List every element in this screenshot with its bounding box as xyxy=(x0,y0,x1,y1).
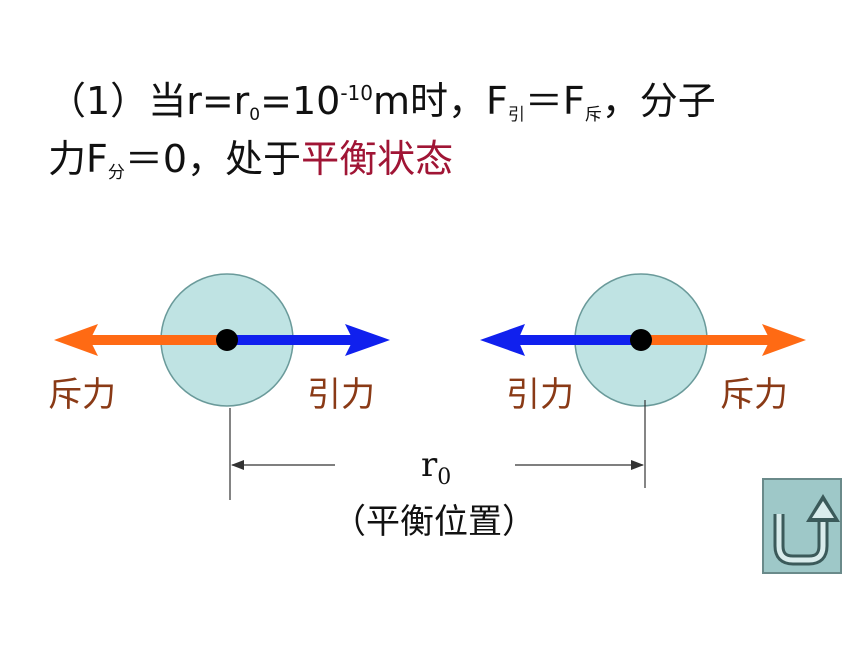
heading-eq-zero: ＝0，处于 xyxy=(124,137,302,181)
right-attract-arrowhead xyxy=(480,324,525,356)
right-repel-label: 斥力 xyxy=(720,375,788,415)
right-molecule-center xyxy=(630,329,652,351)
left-molecule-center xyxy=(216,329,238,351)
heading-time: 时， xyxy=(410,79,487,123)
distance-r0-label: r0 xyxy=(421,445,451,489)
left-repel-arrowhead xyxy=(54,324,98,356)
heading-when: 当 xyxy=(148,79,187,123)
distance-arrowhead-right xyxy=(631,460,644,470)
heading-f-repel: F xyxy=(562,79,585,123)
left-attract-label: 引力 xyxy=(307,375,375,415)
right-repel-arrow-shaft xyxy=(641,335,770,345)
right-attract-arrow-shaft xyxy=(518,335,641,345)
left-attract-arrow-shaft xyxy=(227,335,353,345)
heading-sub-fen: 分 xyxy=(107,163,125,183)
heading-li: 力 xyxy=(48,137,87,181)
heading-f-attract: F xyxy=(486,79,508,123)
heading-r-eq: r=r xyxy=(186,79,250,123)
back-button[interactable] xyxy=(762,478,842,574)
heading-exponent: -10 xyxy=(340,81,373,105)
distance-arrowhead-left xyxy=(231,460,244,470)
heading-f-net: F xyxy=(86,137,108,181)
heading-paren: （1） xyxy=(48,79,149,123)
heading-sub-attract: 引 xyxy=(507,105,525,125)
left-attract-arrowhead xyxy=(345,324,390,356)
right-attract-label: 引力 xyxy=(506,375,574,415)
return-u-turn-icon xyxy=(773,494,840,566)
distance-symbol: r xyxy=(421,445,438,485)
heading-sub-zero: 0 xyxy=(249,105,261,125)
heading-eq-ten: =10 xyxy=(260,79,341,123)
left-repel-arrow-shaft xyxy=(90,335,227,345)
heading-line-2: 力F分＝0，处于平衡状态 xyxy=(48,137,454,182)
heading-equals: ＝ xyxy=(524,79,563,123)
right-repel-arrowhead xyxy=(762,324,806,356)
heading-line-1: （1）当r=r0=10-10m时，F引＝F斥，分子 xyxy=(48,79,716,124)
equilibrium-position-label: （平衡位置） xyxy=(332,502,536,542)
distance-subscript: 0 xyxy=(437,465,452,490)
heading-comma-mol: ，分子 xyxy=(601,79,716,123)
left-repel-label: 斥力 xyxy=(48,375,116,415)
heading-unit: m xyxy=(373,79,411,123)
heading-sub-repel: 斥 xyxy=(584,105,602,125)
heading-equilibrium-state: 平衡状态 xyxy=(301,137,454,181)
